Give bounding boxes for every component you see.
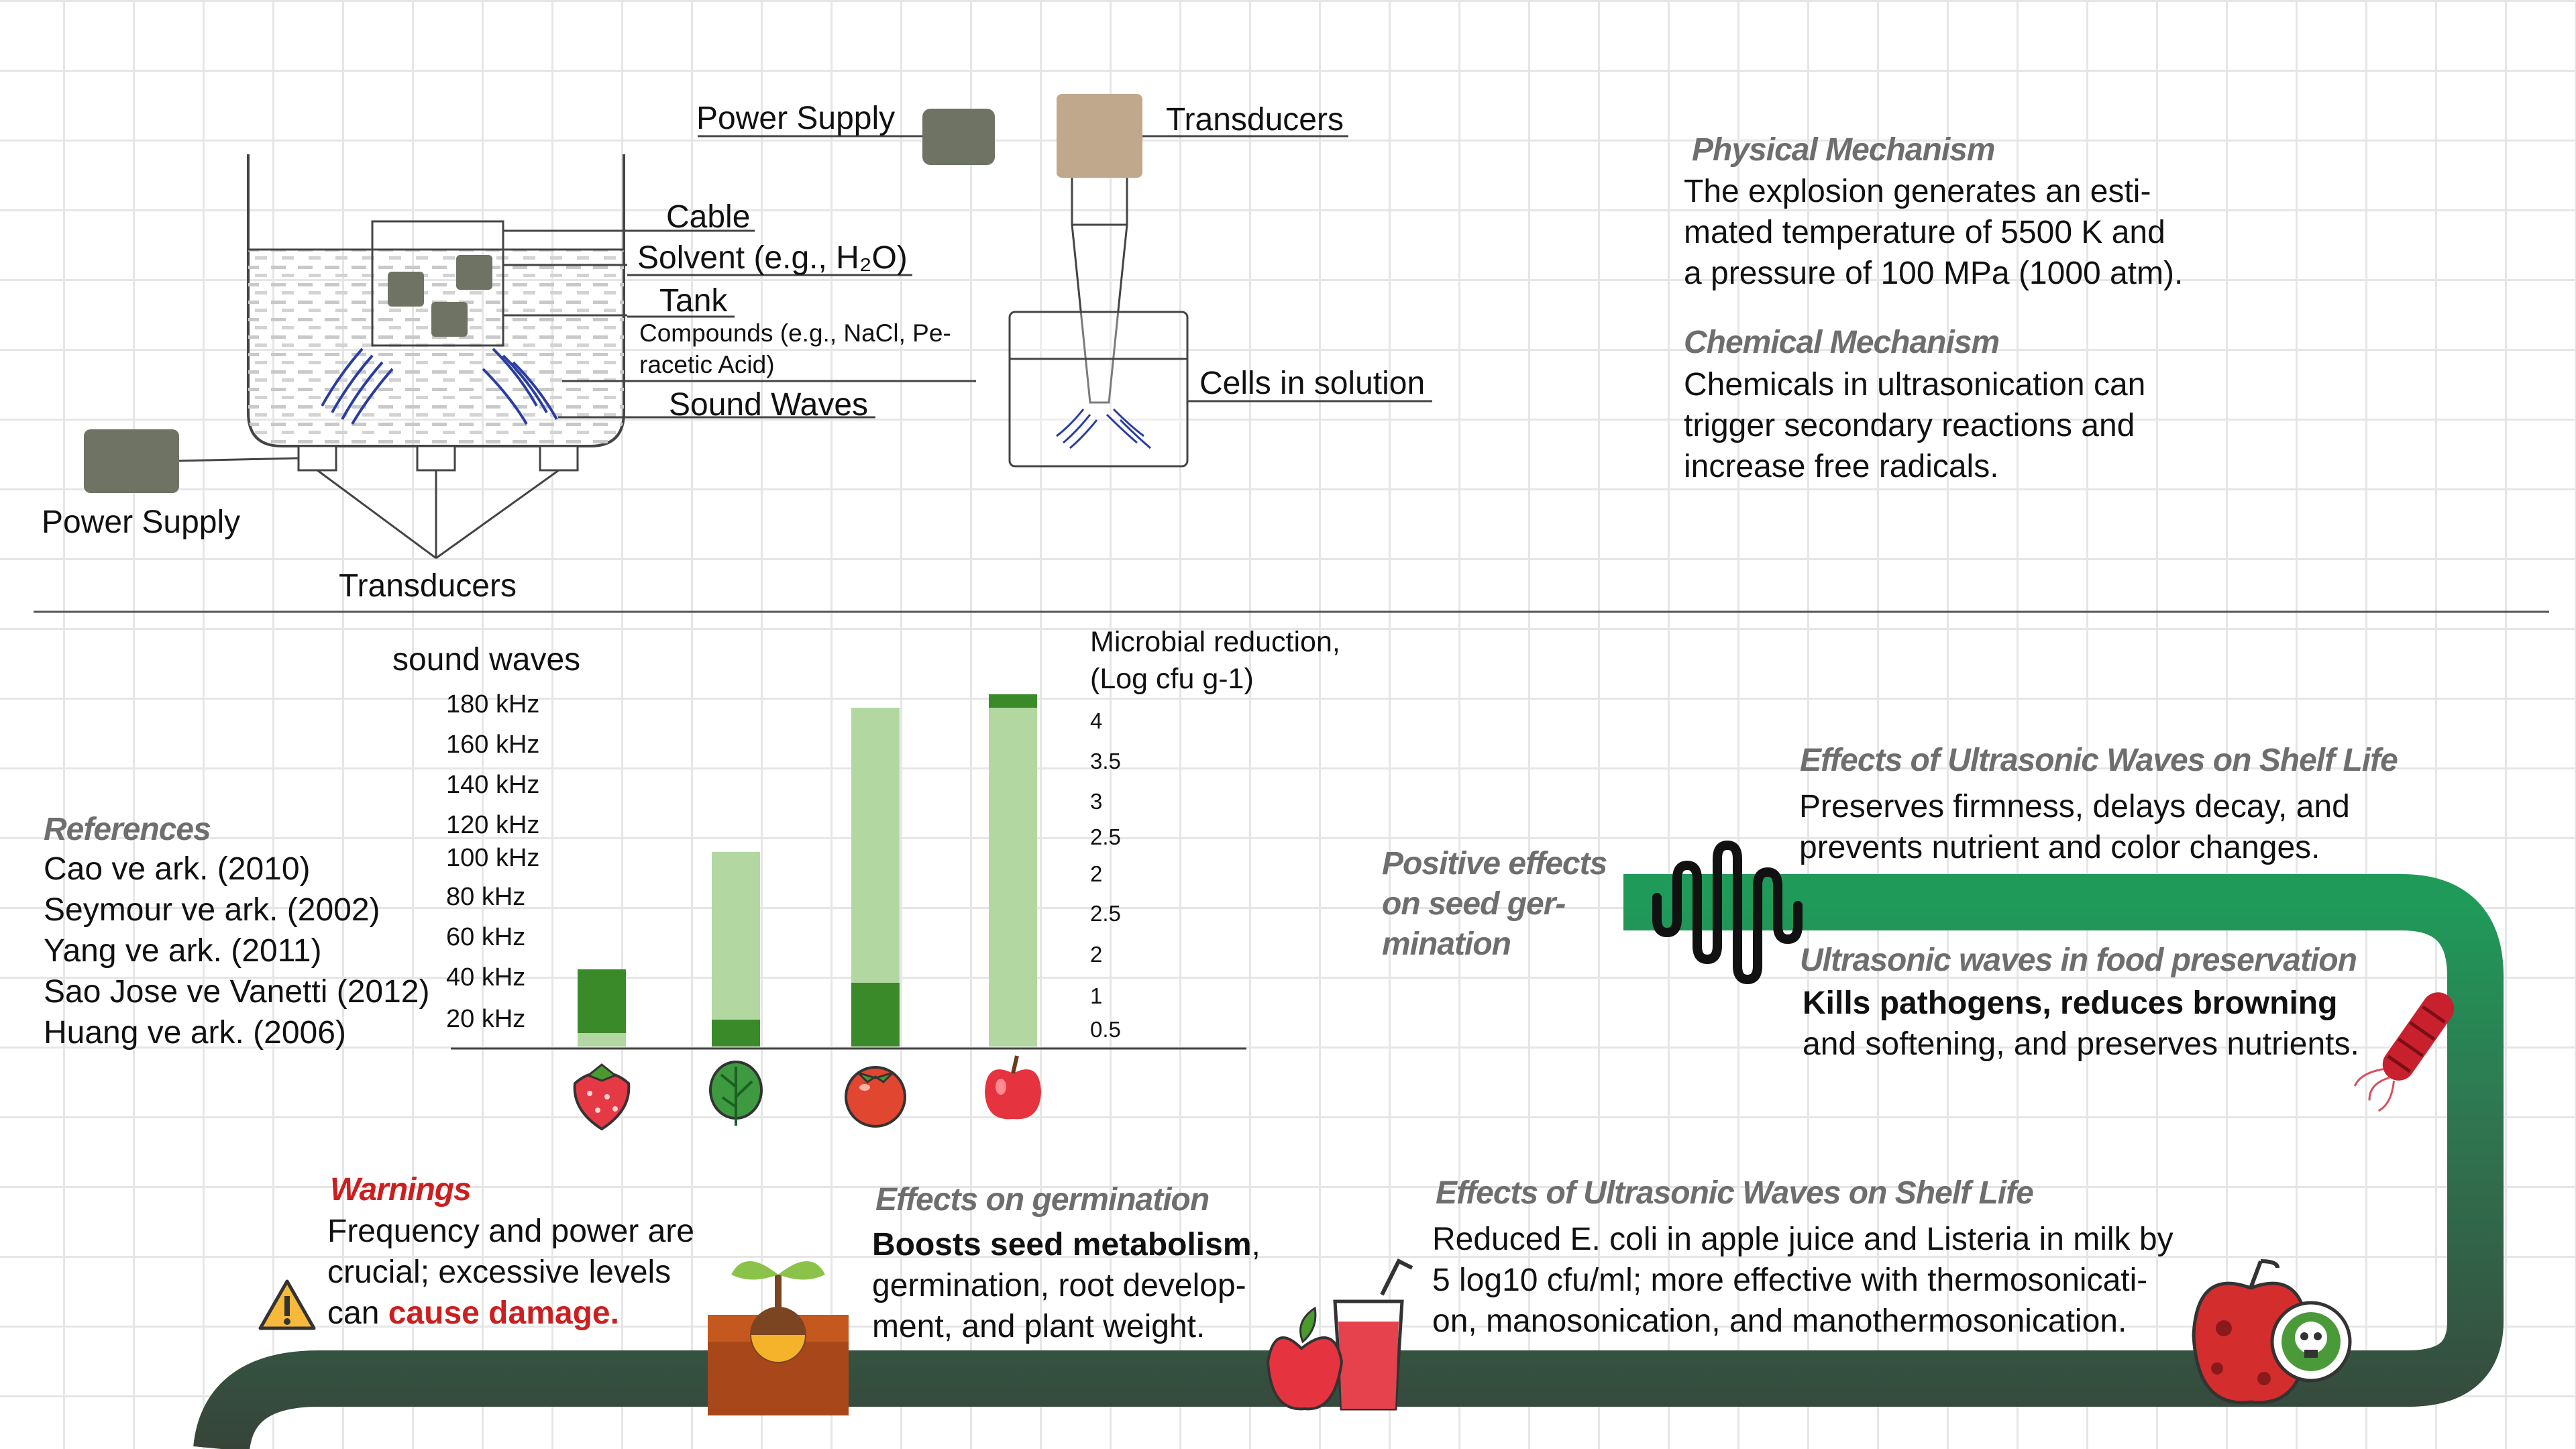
- left-tick-label: 160 kHz: [446, 731, 540, 759]
- physical-mechanism-text: The explosion generates an esti- mated t…: [1684, 174, 2184, 291]
- bath-power-supply-label: Power Supply: [42, 504, 241, 540]
- references-title: References: [44, 812, 211, 847]
- chemical-mechanism-title: Chemical Mechanism: [1684, 325, 2000, 360]
- sound-wave-icon: [1652, 841, 1803, 984]
- right-tick-label: 2.5: [1090, 901, 1121, 926]
- right-tick-label: 1: [1090, 983, 1103, 1008]
- bar-spinach-light: [712, 852, 760, 1020]
- bacterium-icon: [2353, 992, 2455, 1112]
- food-preservation-text: and softening, and preserves nutrients.: [1803, 1026, 2359, 1062]
- probe-sonicator-diagram: [698, 94, 1432, 468]
- shelf-life-bottom-text: Reduced E. coli in apple juice and Liste…: [1432, 1222, 2174, 1339]
- tomato-icon: [845, 1066, 906, 1128]
- bar-apple-dark: [989, 694, 1037, 708]
- left-tick-label: 120 kHz: [446, 811, 540, 839]
- chemical-mechanism-text: Chemicals in ultrasonication can trigger…: [1684, 367, 2146, 484]
- microbial-reduction-chart: [451, 694, 1246, 1050]
- probe-power-supply-label: Power Supply: [696, 101, 896, 136]
- reference-item: Sao Jose ve Vanetti (2012): [44, 974, 430, 1010]
- warning-emphasis: cause damage.: [388, 1295, 619, 1331]
- bar-tomato-light: [851, 708, 900, 983]
- tank-label: Tank: [659, 283, 728, 319]
- spinach-icon: [709, 1061, 763, 1126]
- food-preservation-bold: Kills pathogens, reduces browning: [1803, 985, 2338, 1021]
- bar-apple-light: [989, 708, 1037, 1046]
- warnings-text: Frequency and power are crucial; excessi…: [327, 1214, 694, 1331]
- chart-left-axis-title: sound waves: [392, 642, 581, 678]
- ultrasonic-bath-diagram: [84, 154, 976, 559]
- reference-item: Huang ve ark. (2006): [44, 1015, 346, 1051]
- right-tick-label: 2: [1090, 942, 1103, 967]
- bar-tomato-dark: [851, 983, 900, 1046]
- references-list: Cao ve ark. (2010) Seymour ve ark. (2002…: [44, 849, 429, 1053]
- power-supply-box-2: [922, 109, 995, 165]
- right-tick-label: 3.5: [1090, 749, 1121, 773]
- rotten-apple-icon: [2192, 1259, 2352, 1405]
- strawberry-icon: [573, 1063, 631, 1131]
- transducer-block: [1057, 94, 1142, 178]
- journey-path: [193, 874, 2504, 1449]
- right-tick-label: 2.5: [1090, 824, 1121, 849]
- right-tick-label: 3: [1090, 789, 1103, 814]
- bath-transducers-label: Transducers: [339, 568, 517, 604]
- left-tick-label: 60 kHz: [446, 923, 526, 951]
- chart-right-axis-title: Microbial reduction,(Log cfu g-1): [1090, 626, 1340, 695]
- left-tick-label: 100 kHz: [446, 844, 540, 872]
- power-supply-box: [84, 429, 179, 493]
- cable-label: Cable: [666, 199, 751, 235]
- physical-mechanism-title: Physical Mechanism: [1692, 132, 1996, 168]
- cells-in-solution-label: Cells in solution: [1199, 366, 1426, 401]
- apple-icon: [985, 1055, 1041, 1120]
- sprout-icon: [708, 1261, 849, 1415]
- reference-item: Seymour ve ark. (2002): [44, 892, 380, 928]
- left-tick-label: 80 kHz: [446, 883, 526, 911]
- bar-spinach-dark: [712, 1020, 760, 1046]
- shelf-life-top-title: Effects of Ultrasonic Waves on Shelf Lif…: [1800, 743, 2398, 778]
- solvent-label: Solvent (e.g., H₂O): [637, 240, 908, 276]
- warning-icon: [258, 1279, 316, 1330]
- reference-item: Cao ve ark. (2010): [44, 851, 311, 887]
- right-tick-label: 4: [1090, 708, 1103, 733]
- probe-transducers-label: Transducers: [1166, 102, 1344, 138]
- left-tick-label: 20 kHz: [446, 1005, 526, 1033]
- bar-strawberry-dark: [578, 969, 626, 1033]
- left-tick-label: 140 kHz: [446, 771, 540, 799]
- germination-text: Boosts seed metabolism, germination, roo…: [872, 1227, 1260, 1344]
- warnings-title: Warnings: [330, 1172, 472, 1208]
- compounds-label: Compounds (e.g., NaCl, Pe-racetic Acid): [639, 319, 951, 378]
- sound-waves-label: Sound Waves: [669, 387, 869, 423]
- right-tick-label: 0.5: [1090, 1017, 1121, 1042]
- left-tick-label: 180 kHz: [446, 690, 540, 718]
- right-tick-label: 2: [1090, 861, 1103, 886]
- germination-title: Effects on germination: [875, 1182, 1210, 1218]
- apple-juice-icon: [1266, 1258, 1413, 1411]
- food-preservation-title: Ultrasonic waves in food preservation: [1800, 943, 2357, 978]
- bar-strawberry-light: [578, 1033, 626, 1046]
- shelf-life-bottom-title: Effects of Ultrasonic Waves on Shelf Lif…: [1436, 1175, 2034, 1211]
- left-tick-label: 40 kHz: [446, 963, 526, 991]
- reference-item: Yang ve ark. (2011): [44, 933, 322, 969]
